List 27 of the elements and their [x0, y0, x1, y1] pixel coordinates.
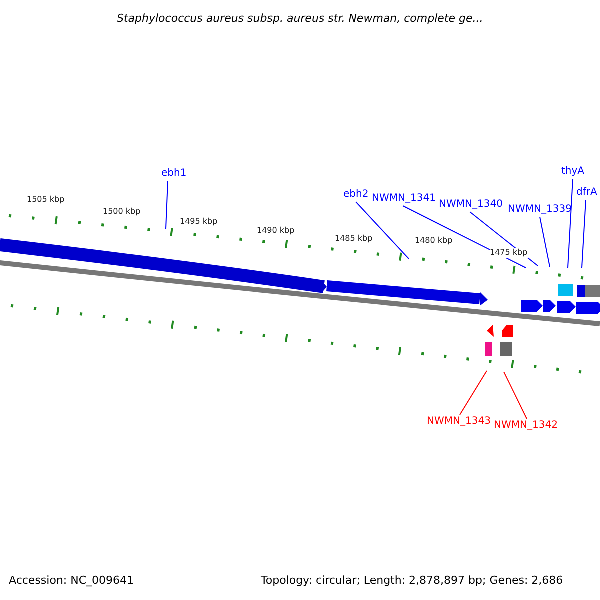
- gene-label: NWMN_1339: [508, 203, 572, 217]
- leader-line: [568, 178, 574, 268]
- scale-label: 1480 kbp: [415, 236, 453, 246]
- leader-line: [582, 200, 586, 268]
- leader-line: [460, 370, 488, 416]
- gene-label: NWMN_1343: [427, 415, 491, 429]
- scale-label: 1505 kbp: [27, 195, 65, 205]
- diagram-title: Staphylococcus aureus subsp. aureus str. Newman, complete ge...: [117, 12, 484, 26]
- leader-line: [356, 202, 410, 260]
- scale-label: 1495 kbp: [180, 217, 218, 227]
- leader-line: [540, 216, 550, 268]
- gene-label: ebh2: [344, 188, 369, 202]
- gene-label: NWMN_1342: [494, 419, 558, 433]
- leader-line: [402, 206, 526, 268]
- footer-text: Topology: circular; Length: 2,878,897 bp; Genes: 2,686: [261, 574, 564, 588]
- footer-text: Accession: NC_009641: [9, 574, 134, 588]
- scale-label: 1500 kbp: [103, 207, 141, 217]
- gene-label: dfrA: [576, 186, 598, 200]
- gene-label: ebh1: [162, 167, 187, 181]
- gene-label: thyA: [562, 165, 585, 179]
- scale-label: 1485 kbp: [335, 234, 373, 244]
- scale-label: 1490 kbp: [257, 226, 295, 236]
- gene-label: NWMN_1340: [439, 198, 503, 212]
- leader-line: [504, 372, 528, 420]
- gene-label: NWMN_1341: [372, 192, 436, 206]
- scale-label: 1475 kbp: [490, 248, 528, 258]
- leader-line: [166, 180, 168, 230]
